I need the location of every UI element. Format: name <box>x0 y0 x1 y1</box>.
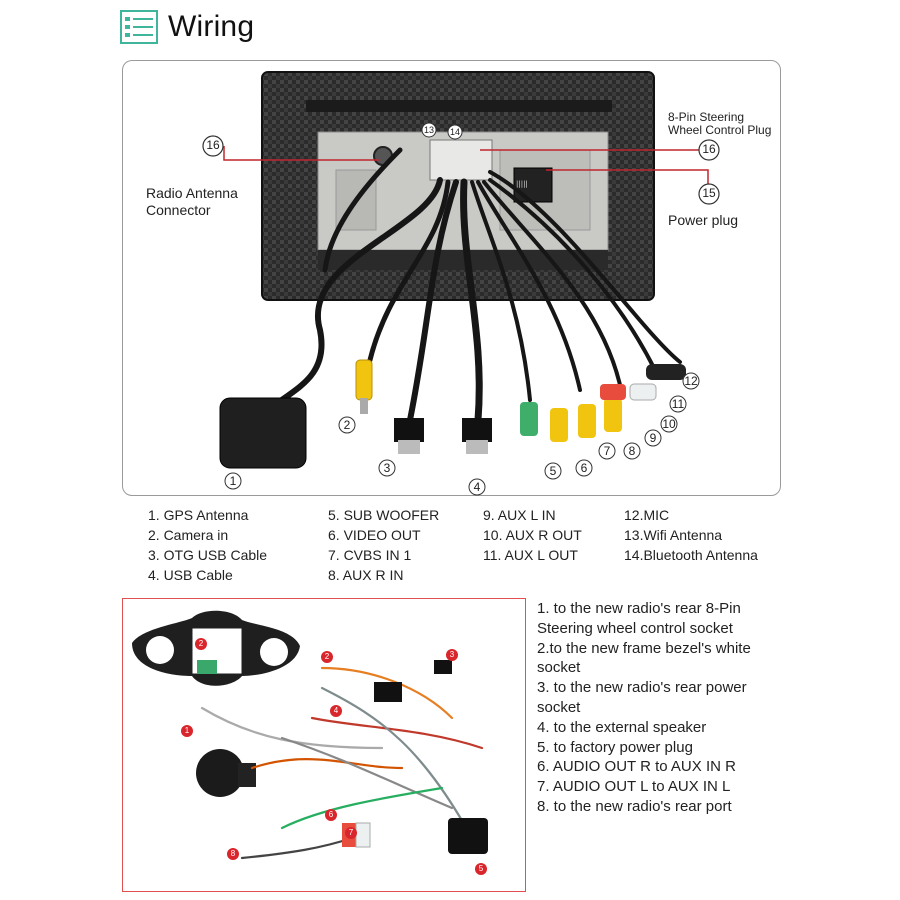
callout-marker-16-right <box>698 139 720 161</box>
note-line: 5. to factory power plug <box>537 738 693 756</box>
cable-marker-circle <box>468 478 486 496</box>
note-line: socket <box>537 659 581 677</box>
legend-item: 10. AUX R OUT <box>483 527 582 543</box>
legend-item: 6. VIDEO OUT <box>328 527 421 543</box>
note-line: socket <box>537 698 581 716</box>
cable-marker-number: 5 <box>549 464 557 478</box>
harness-marker-number: 2 <box>198 639 204 648</box>
cable-marker-circle <box>682 372 700 390</box>
harness-marker <box>321 651 333 663</box>
harness-marker-number: 8 <box>230 849 236 858</box>
cable-marker-number: 6 <box>580 461 588 475</box>
harness-marker-number: 5 <box>478 864 484 873</box>
callout-number: 14 <box>449 127 460 137</box>
harness-marker-number: 3 <box>449 650 455 659</box>
callout-marker-16-left <box>202 135 224 157</box>
callout-number: 13 <box>423 125 434 135</box>
legend-column-1: 1. GPS Antenna 2. Camera in 3. OTG USB C… <box>148 505 267 585</box>
cable-marker-circle <box>660 415 678 433</box>
wiring-notes: 1. to the new radio's rear 8-Pin Steerin… <box>537 599 837 817</box>
legend-item: 1. GPS Antenna <box>148 507 249 523</box>
cable-marker-circle <box>544 462 562 480</box>
harness-illustration <box>132 610 488 860</box>
steering-label-line2: Wheel Control Plug <box>668 123 772 137</box>
radio-antenna-label-line1: Radio Antenna <box>146 185 238 201</box>
power-plug-label: Power plug <box>668 212 739 228</box>
legend-item: 3. OTG USB Cable <box>148 547 268 563</box>
cable-marker-number: 7 <box>603 444 611 458</box>
note-line: 8. to the new radio's rear port <box>537 797 732 815</box>
legend-column-4: 12.MIC 13.Wifi Antenna 14.Bluetooth Ante… <box>624 505 758 565</box>
list-icon <box>120 10 158 44</box>
harness-marker <box>325 809 337 821</box>
harness-marker-number: 4 <box>333 706 339 715</box>
cable-marker-number: 9 <box>649 431 657 445</box>
radio-antenna-label-line2: Connector <box>146 202 211 218</box>
note-line: 6. AUDIO OUT R to AUX IN R <box>537 758 736 776</box>
note-line: 2.to the new frame bezel's white <box>537 639 751 657</box>
legend-item: 8. AUX R IN <box>328 567 404 583</box>
legend-item: 12.MIC <box>624 507 670 523</box>
callout-marker-14 <box>447 124 463 140</box>
note-line: Steering wheel control socket <box>537 619 733 637</box>
legend-item: 2. Camera in <box>148 527 229 543</box>
cable-marker-circle <box>669 395 687 413</box>
callout-number: 16 <box>702 142 716 156</box>
harness-marker <box>330 705 342 717</box>
cable-marker-circle <box>224 472 242 490</box>
cable-marker-number: 3 <box>383 461 391 475</box>
legend-item: 14.Bluetooth Antenna <box>624 547 758 563</box>
steering-label-line1: 8-Pin Steering <box>668 110 745 124</box>
legend-item: 7. CVBS IN 1 <box>328 547 412 563</box>
callout-marker-15 <box>698 183 720 205</box>
cable-marker-number: 4 <box>473 480 481 494</box>
cable-marker-circle <box>623 442 641 460</box>
callout-number: 16 <box>206 138 220 152</box>
note-line: 7. AUDIO OUT L to AUX IN L <box>537 778 731 796</box>
harness-marker-number: 2 <box>324 652 330 661</box>
legend-item: 5. SUB WOOFER <box>328 507 440 523</box>
cable-marker-circle <box>338 416 356 434</box>
cable-marker-circle <box>575 459 593 477</box>
cable-marker-number: 8 <box>628 444 636 458</box>
legend-column-2: 5. SUB WOOFER 6. VIDEO OUT 7. CVBS IN 1 … <box>328 505 439 585</box>
cable-marker-number: 2 <box>343 418 351 432</box>
harness-marker <box>345 827 357 839</box>
harness-marker-number: 7 <box>348 828 354 837</box>
cable-marker-number: 12 <box>684 374 698 388</box>
harness-marker-number: 6 <box>328 810 334 819</box>
legend-item: 13.Wifi Antenna <box>624 527 723 543</box>
cable-marker-circle <box>378 459 396 477</box>
callout-marker-13 <box>421 122 437 138</box>
page-title: Wiring <box>168 10 255 43</box>
cable-marker-circle <box>644 429 662 447</box>
harness-marker-number: 1 <box>184 726 190 735</box>
cable-marker-number: 11 <box>671 397 685 411</box>
cable-marker-circle <box>598 442 616 460</box>
note-line: 4. to the external speaker <box>537 718 707 736</box>
note-line: 3. to the new radio's rear power <box>537 679 747 697</box>
harness-marker <box>475 863 487 875</box>
note-line: 1. to the new radio's rear 8-Pin <box>537 600 741 617</box>
legend-column-3: 9. AUX L IN 10. AUX R OUT 11. AUX L OUT <box>483 505 582 565</box>
callout-number: 15 <box>702 186 716 200</box>
cable-marker-number: 1 <box>229 474 237 488</box>
cable-marker-number: 10 <box>662 417 676 431</box>
harness-marker <box>195 638 207 650</box>
harness-marker <box>227 848 239 860</box>
harness-marker <box>446 649 458 661</box>
harness-marker <box>181 725 193 737</box>
legend-item: 4. USB Cable <box>148 567 233 583</box>
legend-item: 9. AUX L IN <box>483 507 556 523</box>
legend-item: 11. AUX L OUT <box>483 547 578 563</box>
